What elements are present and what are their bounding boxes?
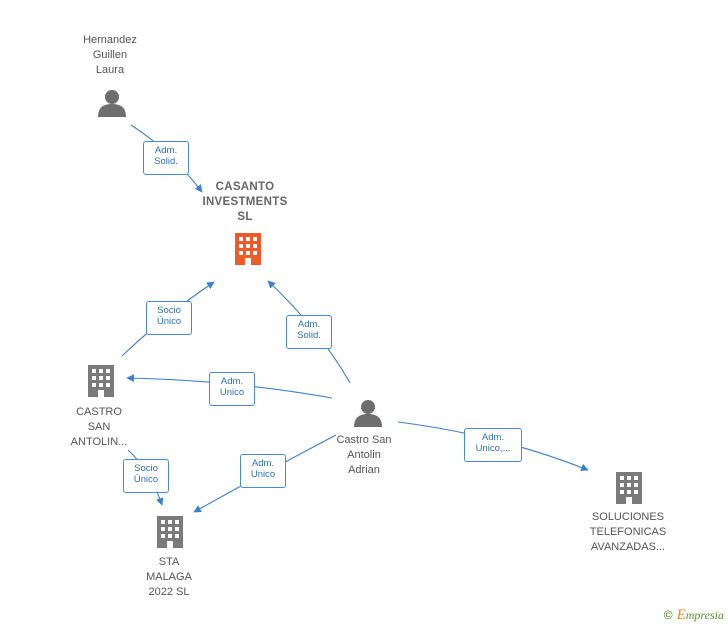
person-icon-castro-adrian[interactable]	[354, 400, 382, 427]
node-label-casanto[interactable]: CASANTO INVESTMENTS SL	[202, 181, 288, 223]
person-icon-hernandez[interactable]	[98, 90, 126, 117]
edge-label-e5: Socio Único	[123, 459, 169, 493]
edge-label-e7: Adm. Unico,...	[464, 428, 522, 462]
edge-label-e2: Socio Único	[146, 301, 192, 335]
building-icon-soluciones[interactable]	[616, 472, 642, 504]
node-label-soluciones[interactable]: SOLUCIONES TELEFONICAS AVANZADAS...	[589, 511, 667, 553]
node-label-castro-co[interactable]: CASTRO SAN ANTOLIN...	[70, 406, 128, 448]
edge-label-e4: Adm. Unico	[209, 372, 255, 406]
edge-label-e3: Adm. Solid.	[286, 315, 332, 349]
node-label-castro-adrian[interactable]: Castro San Antolin Adrian	[336, 434, 392, 476]
node-label-sta-malaga[interactable]: STA MALAGA 2022 SL	[146, 556, 192, 598]
node-label-hernandez[interactable]: Hernandez Guillen Laura	[83, 34, 137, 76]
brand-name: mpresia	[685, 608, 724, 622]
copyright-icon: ©	[663, 608, 673, 622]
empresia-logo[interactable]: ©Empresia	[664, 607, 724, 624]
building-icon-castro-co[interactable]	[88, 365, 114, 397]
building-icon-casanto[interactable]	[235, 233, 261, 265]
edge-label-e6: Adm. Unico	[240, 454, 286, 488]
brand-initial: E	[676, 607, 686, 623]
edge-label-e1: Adm. Solid.	[143, 141, 189, 175]
building-icon-sta-malaga[interactable]	[157, 516, 183, 548]
